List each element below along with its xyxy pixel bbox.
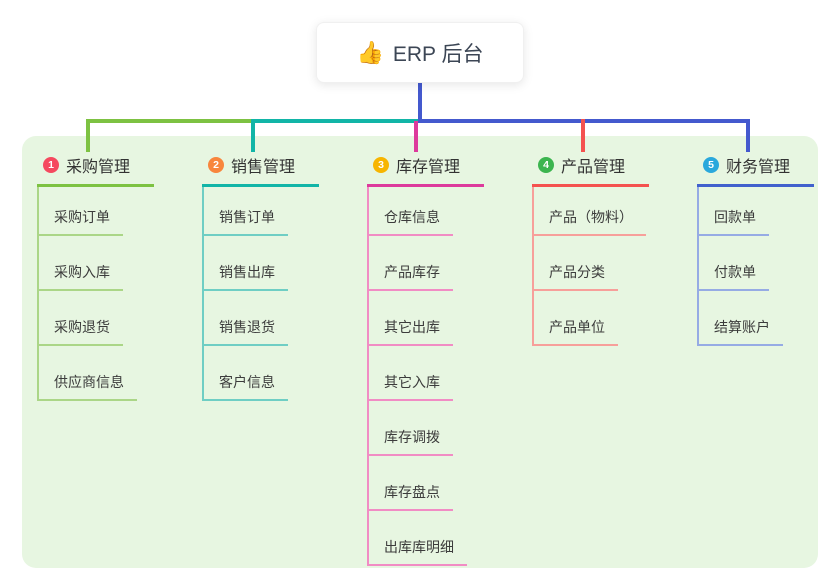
child-node: 采购退货 [37, 291, 154, 346]
branch-header-purchase[interactable]: 1 采购管理 [37, 152, 155, 187]
child-node-label[interactable]: 库存调拨 [367, 425, 453, 456]
branch-label: 产品管理 [561, 159, 626, 176]
connector-root-drop [418, 83, 422, 119]
child-node: 回款单 [697, 187, 814, 236]
branch-children: 销售订单 销售出库 销售退货 客户信息 [202, 187, 319, 401]
child-node-label[interactable]: 客户信息 [202, 370, 288, 401]
child-node: 销售退货 [202, 291, 319, 346]
branch-sales: 2 销售管理 销售订单 销售出库 销售退货 客户信息 [202, 152, 320, 401]
connector-drop-sales [251, 119, 255, 152]
child-node: 采购订单 [37, 187, 154, 236]
thumbs-up-icon: 👍 [356, 39, 384, 65]
child-node: 产品分类 [532, 236, 649, 291]
branch-children: 仓库信息 产品库存 其它出库 其它入库 库存调拨 库存盘点 出库库明细 [367, 187, 484, 566]
branch-label: 库存管理 [396, 159, 461, 176]
branch-inventory: 3 库存管理 仓库信息 产品库存 其它出库 其它入库 库存调拨 库存盘点 出库库… [367, 152, 485, 566]
child-node-label[interactable]: 采购退货 [37, 315, 123, 346]
child-node-label[interactable]: 结算账户 [697, 315, 783, 346]
branch-number-badge: 1 [43, 157, 59, 173]
branch-label: 销售管理 [231, 159, 296, 176]
child-node-label[interactable]: 其它出库 [367, 315, 453, 346]
connector-bus-teal [251, 119, 419, 123]
connector-drop-product [581, 119, 585, 152]
connector-drop-inventory [414, 121, 418, 152]
child-node-label[interactable]: 库存盘点 [367, 480, 453, 511]
child-node-label[interactable]: 其它入库 [367, 370, 453, 401]
branch-header-inventory[interactable]: 3 库存管理 [367, 152, 485, 187]
mindmap-canvas-panel [22, 136, 818, 568]
branch-number-badge: 5 [703, 157, 719, 173]
branch-label: 采购管理 [66, 159, 131, 176]
child-node: 库存调拨 [367, 401, 484, 456]
child-node: 销售订单 [202, 187, 319, 236]
child-node: 其它入库 [367, 346, 484, 401]
child-node: 产品单位 [532, 291, 649, 346]
branch-children: 采购订单 采购入库 采购退货 供应商信息 [37, 187, 154, 401]
child-node: 结算账户 [697, 291, 814, 346]
branch-header-product[interactable]: 4 产品管理 [532, 152, 650, 187]
branch-finance: 5 财务管理 回款单 付款单 结算账户 [697, 152, 815, 346]
connector-drop-purchase [86, 119, 90, 152]
child-node: 库存盘点 [367, 456, 484, 511]
branch-number-badge: 3 [373, 157, 389, 173]
child-node: 仓库信息 [367, 187, 484, 236]
branch-product: 4 产品管理 产品（物料） 产品分类 产品单位 [532, 152, 650, 346]
branch-label: 财务管理 [726, 159, 791, 176]
child-node-label[interactable]: 销售订单 [202, 205, 288, 236]
child-node-label[interactable]: 产品（物料） [532, 205, 646, 236]
child-node: 付款单 [697, 236, 814, 291]
branch-children: 回款单 付款单 结算账户 [697, 187, 814, 346]
child-node: 采购入库 [37, 236, 154, 291]
child-node: 其它出库 [367, 291, 484, 346]
branch-number-badge: 2 [208, 157, 224, 173]
child-node-label[interactable]: 供应商信息 [37, 370, 137, 401]
branch-header-finance[interactable]: 5 财务管理 [697, 152, 815, 187]
child-node: 销售出库 [202, 236, 319, 291]
child-node-label[interactable]: 销售退货 [202, 315, 288, 346]
child-node: 产品库存 [367, 236, 484, 291]
root-title: ERP 后台 [392, 42, 484, 66]
child-node: 出库库明细 [367, 511, 484, 566]
child-node-label[interactable]: 出库库明细 [367, 535, 467, 566]
branch-children: 产品（物料） 产品分类 产品单位 [532, 187, 649, 346]
child-node-label[interactable]: 产品库存 [367, 260, 453, 291]
branch-number-badge: 4 [538, 157, 554, 173]
branch-purchase: 1 采购管理 采购订单 采购入库 采购退货 供应商信息 [37, 152, 155, 401]
child-node-label[interactable]: 回款单 [697, 205, 769, 236]
connector-bus-green [86, 119, 255, 123]
child-node-label[interactable]: 采购入库 [37, 260, 123, 291]
branch-header-sales[interactable]: 2 销售管理 [202, 152, 320, 187]
root-node-erp-backend[interactable]: 👍 ERP 后台 [316, 22, 524, 83]
child-node: 客户信息 [202, 346, 319, 401]
child-node-label[interactable]: 付款单 [697, 260, 769, 291]
child-node-label[interactable]: 产品单位 [532, 315, 618, 346]
child-node: 供应商信息 [37, 346, 154, 401]
child-node: 产品（物料） [532, 187, 649, 236]
child-node-label[interactable]: 仓库信息 [367, 205, 453, 236]
child-node-label[interactable]: 采购订单 [37, 205, 123, 236]
connector-drop-finance [746, 119, 750, 152]
child-node-label[interactable]: 产品分类 [532, 260, 618, 291]
child-node-label[interactable]: 销售出库 [202, 260, 288, 291]
